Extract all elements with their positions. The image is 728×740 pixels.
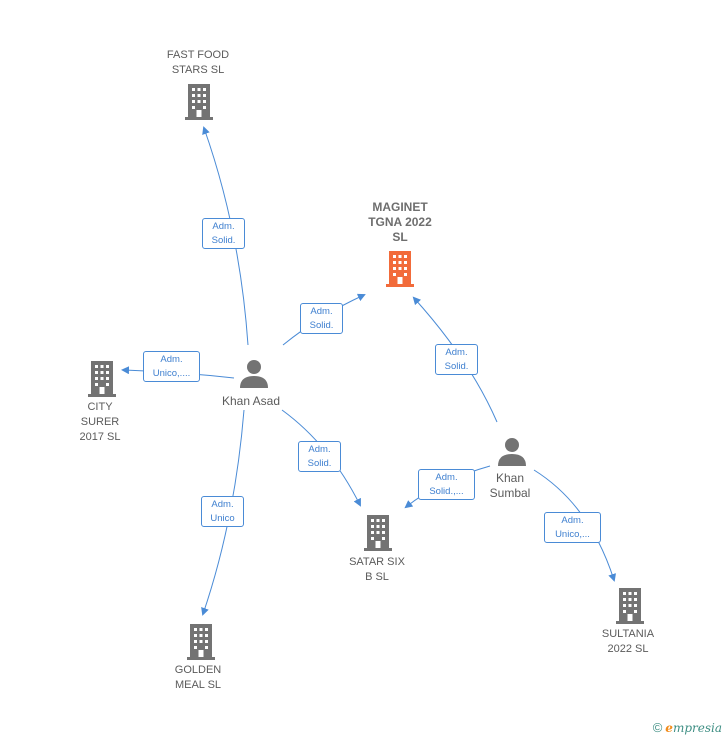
- edge-label-sumbal-sultania[interactable]: Adm. Unico,...: [544, 512, 601, 543]
- copyright-symbol: ©: [652, 720, 663, 735]
- edge-label-asad-golden[interactable]: Adm. Unico: [201, 496, 244, 527]
- building-icon-focus[interactable]: [384, 251, 416, 287]
- edge-label-asad-fastfood[interactable]: Adm. Solid.: [202, 218, 245, 249]
- node-label-maginet[interactable]: MAGINET TGNA 2022 SL: [368, 200, 432, 244]
- edge-label-sumbal-satar[interactable]: Adm. Solid.,...: [418, 469, 475, 500]
- node-label-khan-sumbal[interactable]: Khan Sumbal: [489, 471, 531, 500]
- node-label-khan-asad[interactable]: Khan Asad: [221, 394, 281, 408]
- node-label-golden-meal[interactable]: GOLDEN MEAL SL: [174, 664, 222, 691]
- node-label-satar-six[interactable]: SATAR SIX B SL: [349, 556, 405, 583]
- building-icon[interactable]: [614, 588, 646, 624]
- building-icon[interactable]: [183, 84, 215, 120]
- building-icon[interactable]: [362, 515, 394, 551]
- node-label-city-surer[interactable]: CITY SURER 2017 SL: [79, 401, 121, 443]
- brand-logo: empresia: [665, 721, 722, 735]
- edge-label-asad-satar[interactable]: Adm. Solid.: [298, 441, 341, 472]
- node-label-fast-food[interactable]: FAST FOOD STARS SL: [166, 49, 230, 76]
- edge-label-asad-maginet[interactable]: Adm. Solid.: [300, 303, 343, 334]
- building-icon[interactable]: [185, 624, 217, 660]
- node-label-sultania[interactable]: SULTANIA 2022 SL: [601, 628, 655, 655]
- person-icon[interactable]: [239, 358, 269, 388]
- footer-branding[interactable]: ©empresia: [653, 720, 722, 735]
- edge-label-sumbal-maginet[interactable]: Adm. Solid.: [435, 344, 478, 375]
- person-icon[interactable]: [497, 436, 527, 466]
- edge-label-asad-city[interactable]: Adm. Unico,....: [143, 351, 200, 382]
- building-icon[interactable]: [86, 361, 118, 397]
